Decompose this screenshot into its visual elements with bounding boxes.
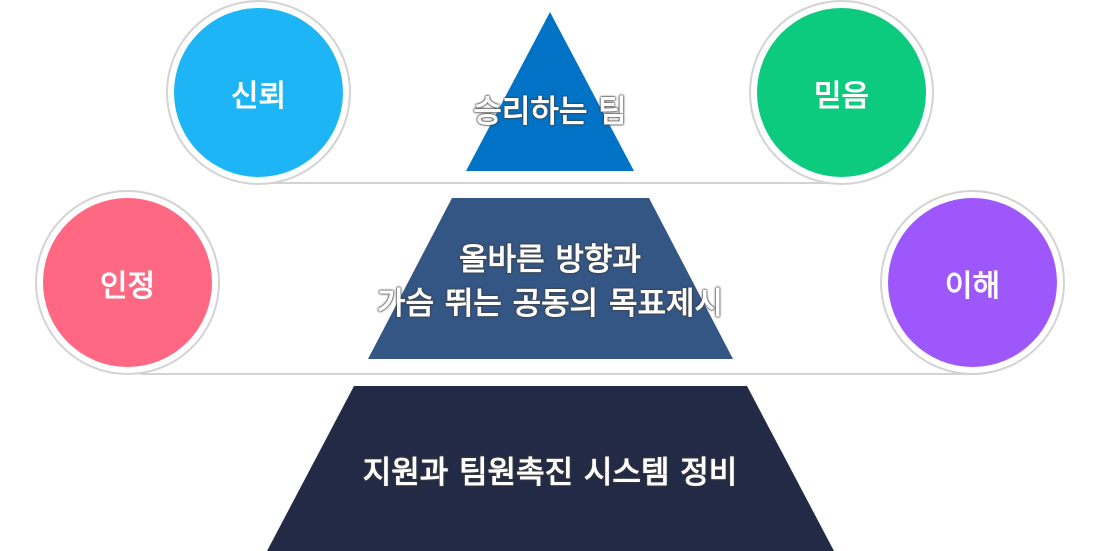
circle-understanding-label: 이해 [944, 268, 1001, 304]
pyramid-middle-label: 올바른 방향과 가슴 뛰는 공동의 목표제시 [330, 238, 770, 326]
circle-belief-label: 믿음 [813, 78, 870, 114]
circle-recognition: 인정 [35, 190, 220, 375]
circle-trust-label: 신뢰 [230, 78, 287, 114]
circle-belief-fill: 믿음 [757, 8, 926, 177]
circle-recognition-fill: 인정 [43, 198, 212, 367]
pyramid-tier-top [466, 12, 634, 171]
pyramid-tier-bottom [267, 386, 834, 551]
pyramid-middle-line2: 가슴 뛰는 공동의 목표제시 [376, 286, 724, 322]
circle-trust-fill: 신뢰 [174, 8, 343, 177]
connector-line-upper [270, 182, 850, 184]
pyramid-middle-line1: 올바른 방향과 [459, 242, 641, 278]
pyramid-tier-middle [368, 198, 733, 359]
circle-understanding: 이해 [880, 190, 1065, 375]
circle-recognition-label: 인정 [99, 268, 156, 304]
pyramid-bottom-label: 지원과 팀원촉진 시스템 정비 [362, 455, 738, 491]
connector-line-lower [140, 373, 980, 375]
circle-trust: 신뢰 [166, 0, 351, 185]
pyramid-top-label: 승리하는 팀 [473, 94, 627, 130]
circle-belief: 믿음 [749, 0, 934, 185]
circle-understanding-fill: 이해 [888, 198, 1057, 367]
